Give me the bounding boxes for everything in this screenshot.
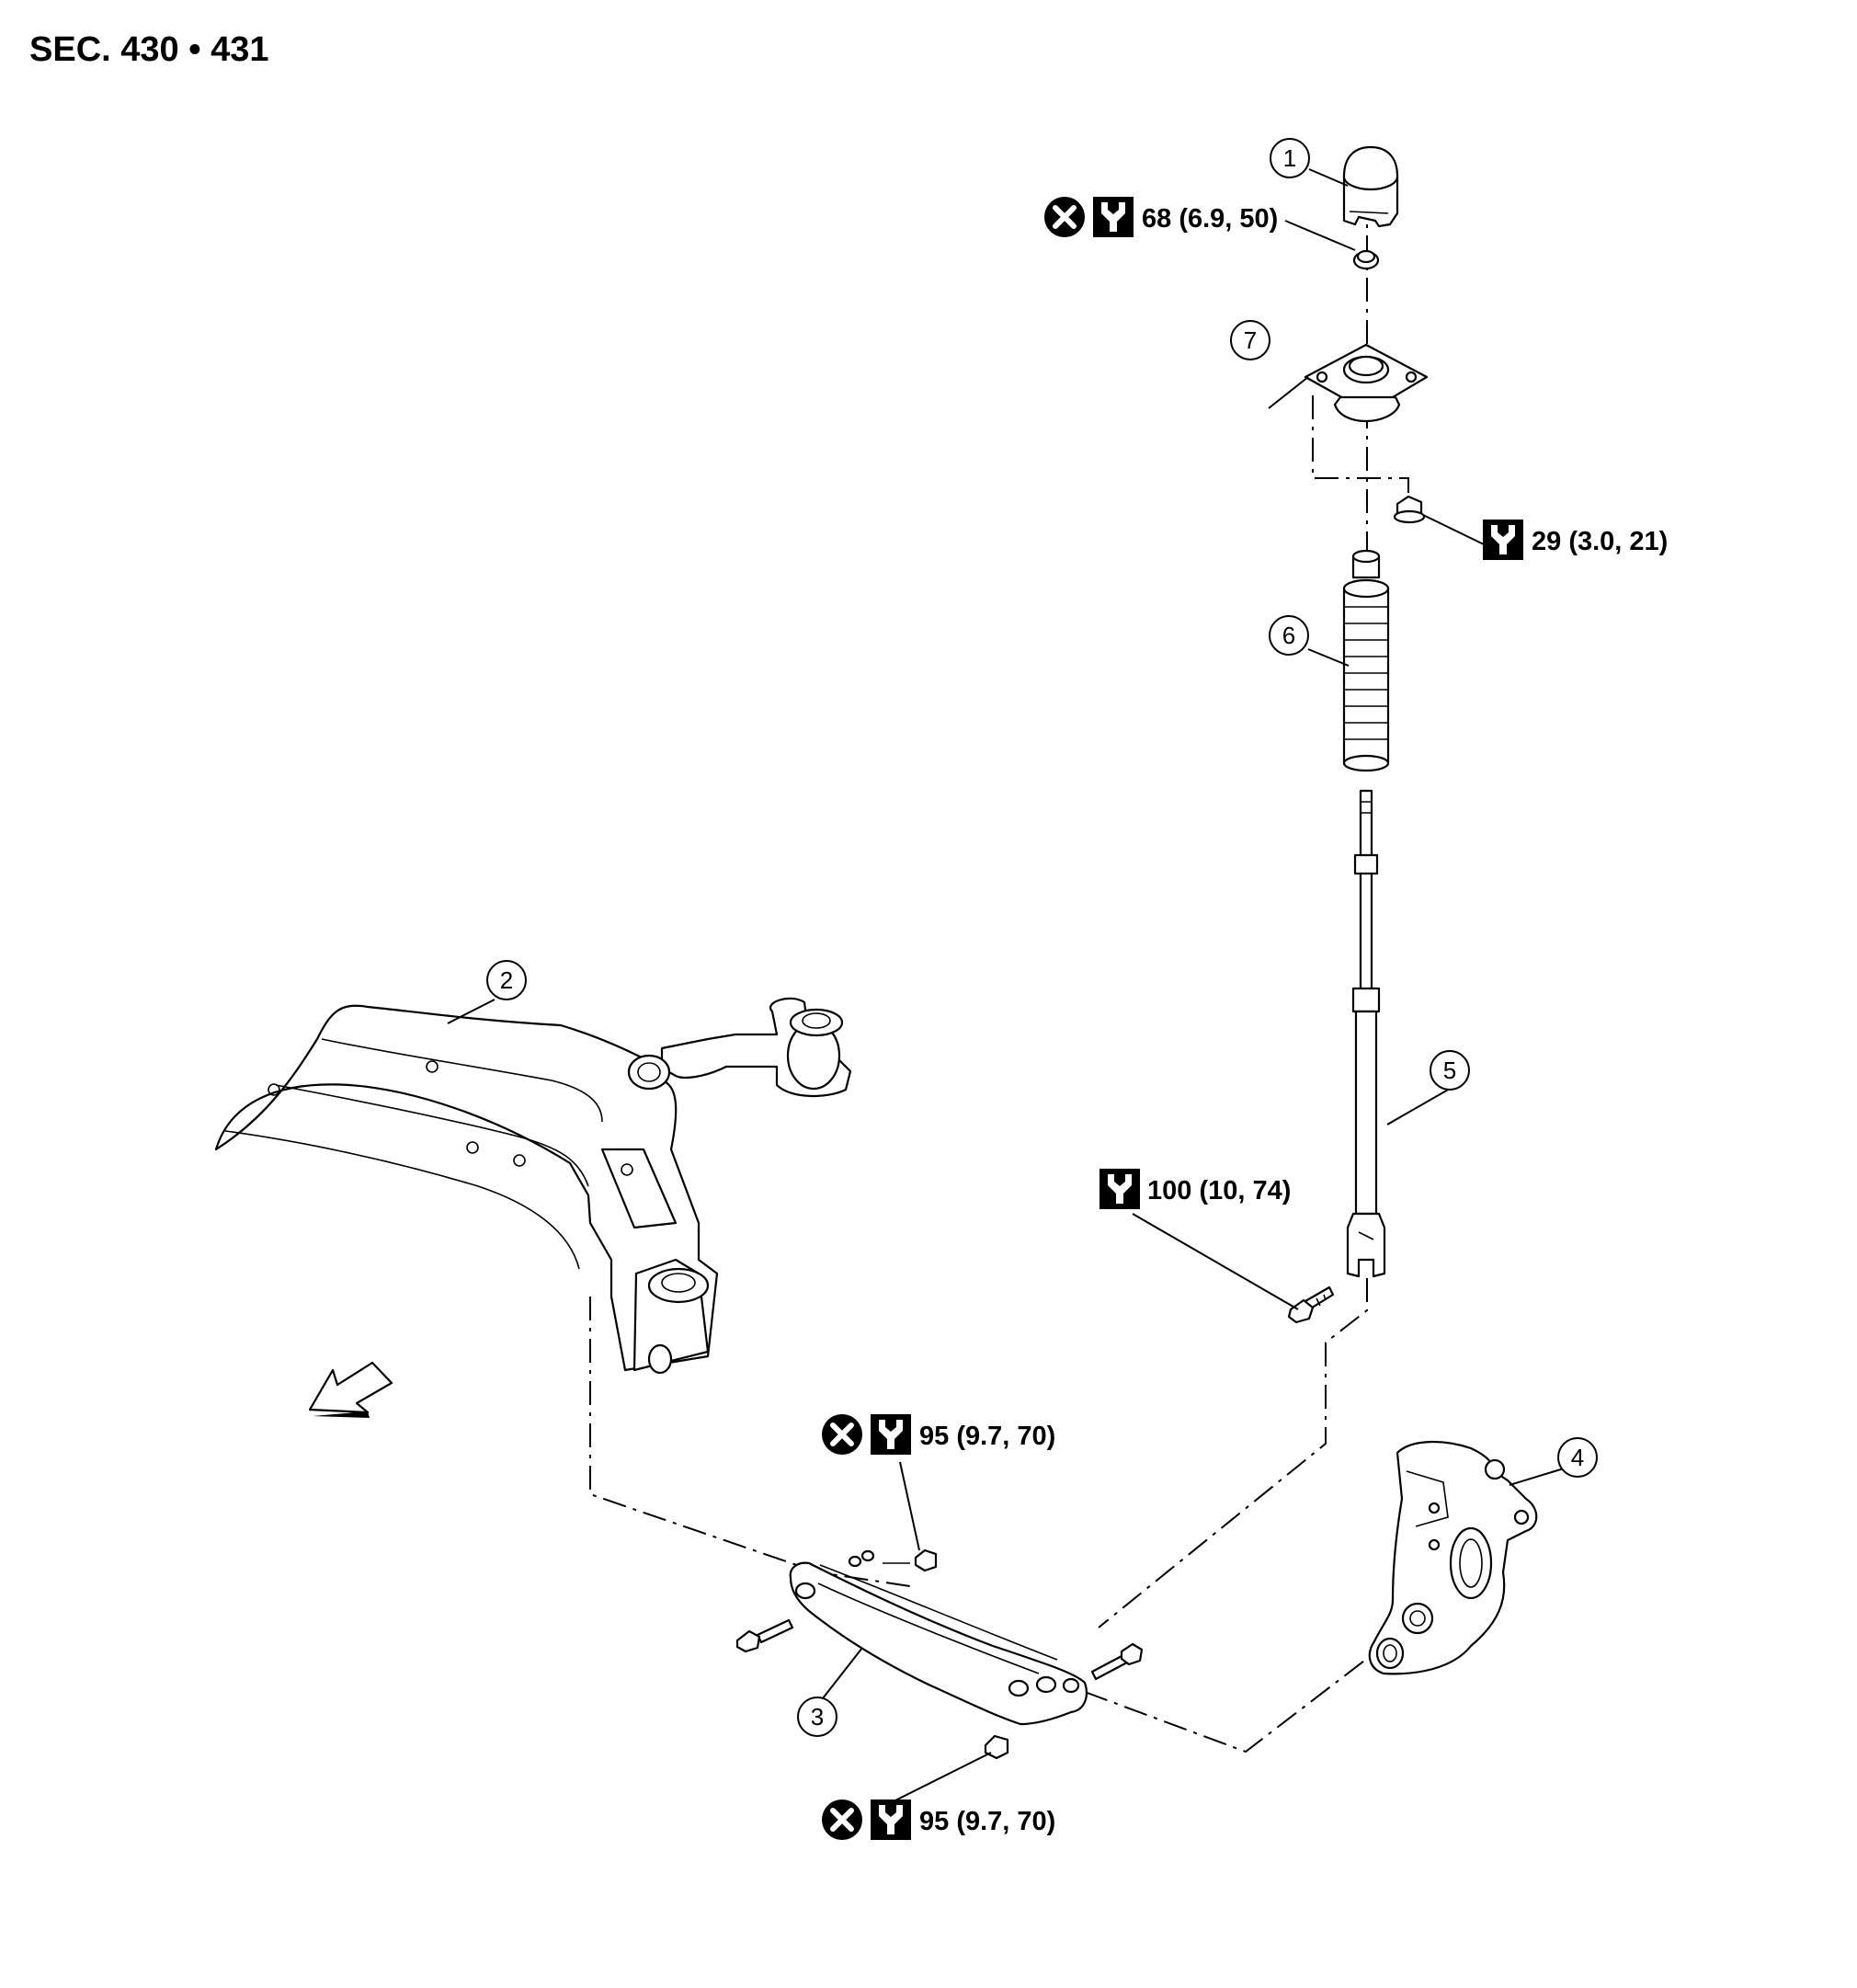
svg-text:100 (10, 74): 100 (10, 74) [1147,1176,1291,1205]
torque-wrench-icon [1099,1169,1140,1209]
do-not-reuse-icon [822,1414,862,1455]
svg-text:4: 4 [1571,1444,1584,1471]
svg-text:5: 5 [1443,1057,1456,1084]
torque-spec-5: 95 (9.7, 70) [822,1799,1055,1840]
callout-3: 3 [797,1697,837,1737]
shock-mount-bolt [1287,1285,1335,1324]
part-1-cap [1342,145,1399,228]
callout-4: 4 [1557,1437,1598,1478]
torque-wrench-icon [871,1799,911,1840]
front-direction-arrow-icon [308,1361,393,1418]
callout-5: 5 [1430,1050,1470,1091]
flange-nut [1393,495,1426,524]
callout-6: 6 [1269,615,1309,656]
svg-text:1: 1 [1283,144,1296,172]
torque-spec-3: 100 (10, 74) [1099,1169,1291,1209]
part-2-suspension-member [214,997,852,1375]
link-nut-top [848,1548,938,1572]
svg-text:29 (3.0, 21): 29 (3.0, 21) [1532,527,1668,556]
svg-text:68 (6.9, 50): 68 (6.9, 50) [1142,204,1278,234]
assembly-lines [589,193,1409,1754]
torque-wrench-icon [1093,197,1134,237]
svg-text:3: 3 [811,1703,824,1731]
do-not-reuse-icon [822,1799,862,1840]
section-title: SEC. 430 • 431 [29,30,268,69]
link-nut-bottom [984,1734,1009,1760]
part-3-lower-link [789,1561,1088,1726]
svg-text:6: 6 [1282,622,1295,649]
link-bolt-right [1090,1642,1144,1681]
part-4-axle-housing [1368,1441,1538,1675]
svg-text:95 (9.7, 70): 95 (9.7, 70) [919,1422,1055,1451]
lock-nut [1352,249,1380,270]
link-bolt-left [735,1618,794,1653]
callout-2: 2 [486,960,527,1000]
torque-wrench-icon [1483,520,1523,560]
torque-spec-4: 95 (9.7, 70) [822,1414,1055,1455]
part-6-bump-stop [1342,549,1390,772]
svg-text:2: 2 [500,966,513,994]
svg-text:7: 7 [1244,326,1257,354]
torque-spec-2: 29 (3.0, 21) [1483,520,1668,560]
torque-wrench-icon [871,1414,911,1455]
callout-leaders [447,168,1565,1803]
callout-7: 7 [1230,320,1270,360]
callout-1: 1 [1270,138,1310,178]
svg-text:95 (9.7, 70): 95 (9.7, 70) [919,1807,1055,1836]
part-7-mount-bracket [1304,343,1429,423]
part-5-shock-absorber [1346,789,1386,1278]
do-not-reuse-icon [1044,197,1085,237]
torque-spec-1: 68 (6.9, 50) [1044,197,1278,237]
